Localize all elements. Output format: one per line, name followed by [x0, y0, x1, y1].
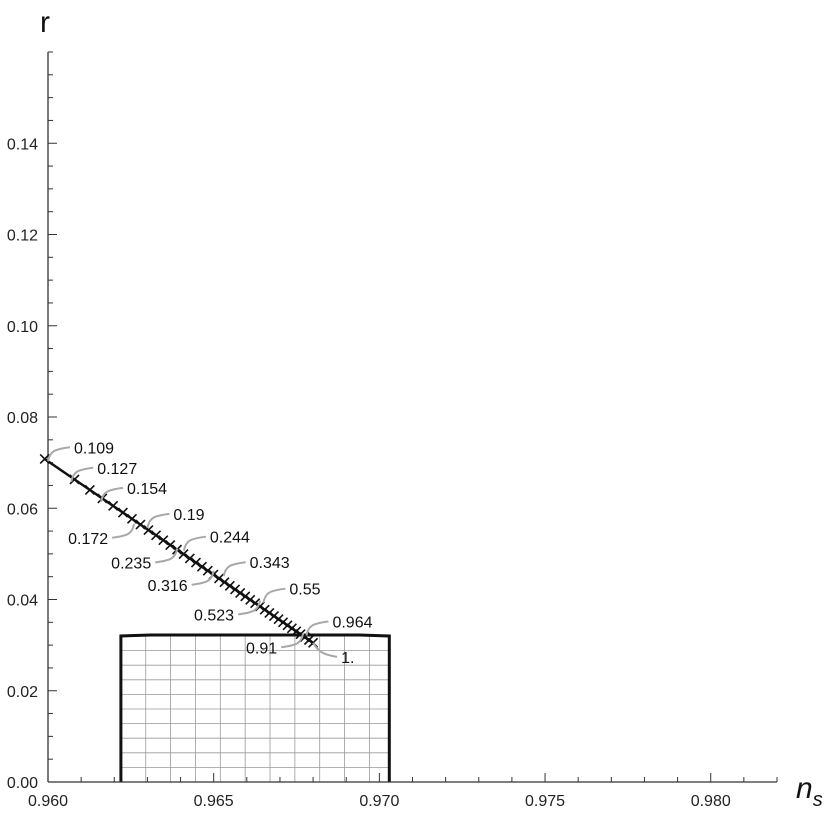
series-marker	[196, 561, 208, 572]
series-marker	[165, 539, 176, 551]
annotation-leader	[191, 570, 215, 586]
annotation-label: 0.91	[246, 640, 277, 657]
annotation-label: 0.127	[97, 461, 137, 478]
series-marker	[135, 519, 146, 530]
x-axis-title: ns	[796, 772, 823, 811]
series-marker	[84, 484, 95, 495]
series-marker	[108, 500, 119, 511]
y-tick-label: 0.00	[7, 775, 38, 792]
annotation-label: 0.109	[74, 440, 114, 457]
annotation-leader	[155, 548, 179, 564]
y-tick-label: 0.08	[7, 410, 38, 427]
series-marker	[273, 614, 284, 625]
series-marker	[39, 453, 50, 465]
x-axis-title-main: n	[796, 772, 813, 805]
axes	[47, 52, 777, 783]
series-marker	[190, 557, 202, 568]
series-marker	[213, 573, 225, 584]
series-marker	[268, 610, 280, 622]
series-marker	[219, 577, 230, 588]
y-tick-label: 0.04	[7, 593, 38, 610]
series-marker	[178, 549, 189, 560]
y-tick-label: 0.10	[7, 319, 38, 336]
series-marker	[259, 604, 270, 615]
series-marker	[69, 474, 80, 485]
series-marker	[229, 584, 241, 595]
series-marker	[202, 565, 213, 576]
series-marker	[286, 623, 297, 634]
annotation-leader	[112, 523, 136, 539]
series-marker	[117, 507, 129, 518]
series-marker	[158, 535, 169, 546]
series-marker	[235, 587, 246, 598]
series-marker	[126, 513, 138, 524]
annotation-leader	[146, 512, 170, 529]
annotation-label: 0.244	[210, 530, 250, 547]
y-axis-title: r	[40, 6, 50, 39]
annotation-leader	[70, 466, 94, 483]
series	[39, 453, 319, 648]
x-tick-label: 0.975	[525, 793, 565, 810]
region-boundary	[119, 633, 391, 782]
annotation-leader	[100, 486, 124, 503]
y-tick-label: 0.14	[7, 136, 38, 153]
annotation-label: 0.235	[111, 555, 151, 572]
annotation-leader	[237, 600, 262, 616]
annotation-label: 0.316	[148, 578, 188, 595]
annotation-label: 0.964	[332, 615, 372, 632]
series-marker	[224, 580, 235, 591]
annotation-label: 0.343	[250, 555, 290, 572]
annotation-label: 0.154	[127, 481, 167, 498]
series-marker	[245, 594, 256, 605]
y-tick-label: 0.12	[7, 228, 38, 245]
ticks: 0.960 0.965 0.970 0.975 0.980 0.00 0.02 0.04 0.0…	[7, 51, 778, 810]
x-tick-label: 0.980	[691, 793, 731, 810]
series-marker	[240, 591, 251, 602]
annotation-label: 0.523	[194, 607, 234, 624]
annotation-leader	[281, 633, 305, 649]
annotation-leader	[312, 642, 338, 658]
series-marker	[184, 553, 195, 564]
allowed-region	[119, 633, 391, 782]
x-axis-title-subscript: s	[813, 789, 823, 811]
annotation-label: 0.172	[68, 531, 108, 548]
annotation-leader	[47, 446, 71, 462]
series-marker	[264, 607, 275, 618]
series-marker	[295, 629, 306, 640]
annotation-label: 0.55	[289, 582, 320, 599]
y-tick-label: 0.06	[7, 501, 38, 518]
x-tick-label: 0.960	[28, 793, 68, 810]
series-marker	[143, 524, 154, 536]
annotation-leader	[305, 620, 329, 636]
annotation-label: 0.19	[173, 507, 204, 524]
series-marker	[282, 620, 293, 631]
series-marker	[291, 626, 302, 637]
series-marker	[277, 617, 289, 628]
x-tick-label: 0.965	[194, 793, 234, 810]
point-annotations: 0.109 0.127 0.154 0.172 0.19 0.244 0.235 0.343 0…	[47, 440, 373, 667]
annotation-leader	[222, 561, 246, 577]
series-marker	[150, 530, 162, 541]
annotation-label: 1.	[341, 650, 354, 667]
x-tick-label: 0.970	[359, 793, 399, 810]
annotation-leader	[182, 535, 206, 551]
annotation-leader	[262, 587, 286, 603]
y-tick-label: 0.02	[7, 684, 38, 701]
